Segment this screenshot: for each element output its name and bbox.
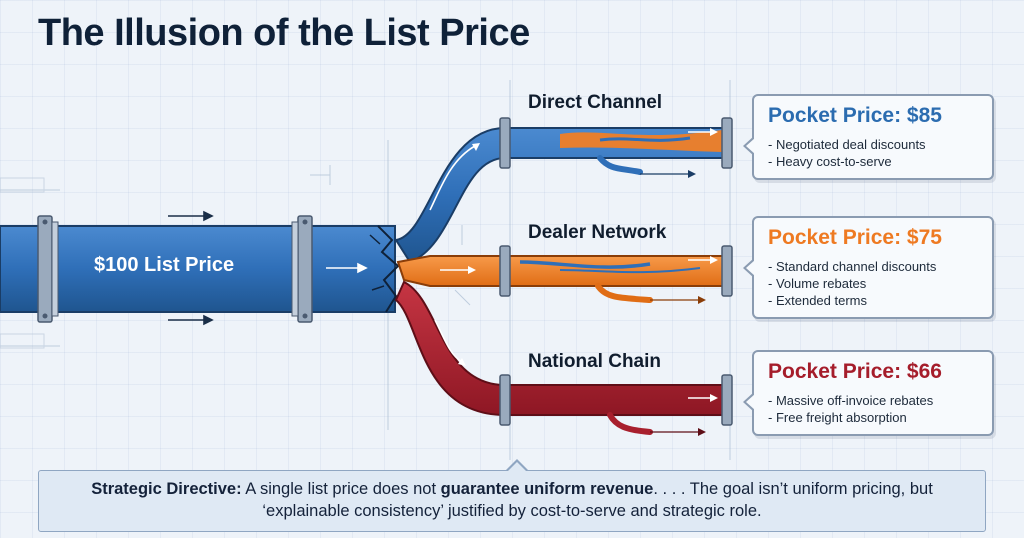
list-item: Standard channel discounts [768,258,980,275]
dealer-network-label: Dealer Network [528,222,667,243]
dealer-pocket-price-card: Pocket Price: $75 Standard channel disco… [743,216,994,319]
national-bullets: Massive off-invoice rebates Free freight… [768,392,980,426]
list-price-label: $100 List Price [94,254,235,276]
dealer-network-pipe [396,245,733,304]
directive-text-1: A single list price does not [241,480,441,498]
national-chain-pipe [394,280,733,436]
national-chain-label: National Chain [528,351,662,372]
list-item: Negotiated deal discounts [768,136,980,153]
directive-text-2: . . . . The goal isn’t uniform pricing, … [262,480,933,520]
strategic-directive-box: Strategic Directive: A single list price… [38,459,986,532]
list-item: Volume rebates [768,275,980,292]
page-title: The Illusion of the List Price [38,12,530,54]
direct-bullets: Negotiated deal discounts Heavy cost-to-… [768,136,980,170]
directive-lead: Strategic Directive: [91,480,242,498]
list-item: Extended terms [768,292,980,309]
list-item: Heavy cost-to-serve [768,153,980,170]
direct-channel-pipe [394,117,733,264]
flow-arrow-inner [326,262,368,274]
directive-emphasis: guarantee uniform revenue [440,480,654,498]
direct-pocket-price: Pocket Price: $85 [768,104,942,127]
direct-pocket-price-card: Pocket Price: $85 Negotiated deal discou… [743,94,994,180]
national-pocket-price-card: Pocket Price: $66 Massive off-invoice re… [743,350,994,436]
direct-channel-label: Direct Channel [528,92,663,113]
list-item: Massive off-invoice rebates [768,392,980,409]
dealer-pocket-price: Pocket Price: $75 [768,226,942,249]
list-item: Free freight absorption [768,409,980,426]
flow-arrows-outer [168,210,214,326]
source-pipe [0,215,400,323]
dealer-bullets: Standard channel discounts Volume rebate… [768,258,980,309]
national-pocket-price: Pocket Price: $66 [768,360,942,383]
